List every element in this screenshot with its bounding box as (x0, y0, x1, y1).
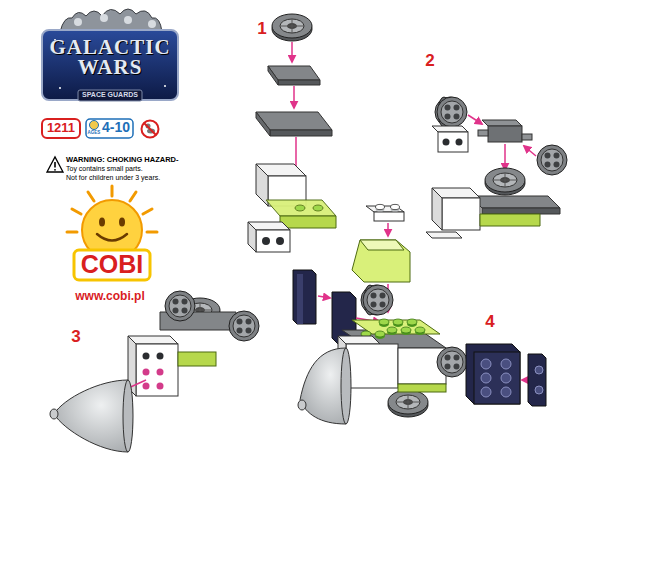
logo-title: GALACTIC WARS (44, 38, 176, 78)
warning-heading: WARNING: CHOKING HAZARD- (66, 156, 179, 164)
warning-text: Toy contains small parts. (66, 165, 143, 173)
logo-subtitle: SPACE GUARDS (82, 91, 138, 99)
step-number: 4 (485, 313, 494, 332)
step-number: 3 (71, 328, 80, 347)
website: www.cobi.pl (75, 290, 145, 303)
age-caption: AGES (88, 131, 101, 136)
step-number: 2 (425, 52, 434, 71)
brand-name: COBI (81, 251, 144, 279)
warning-text: Not for children under 3 years. (66, 174, 160, 182)
age-range: 4-10 (102, 120, 130, 135)
set-number: 1211 (47, 121, 75, 135)
step-number: 1 (257, 20, 266, 39)
